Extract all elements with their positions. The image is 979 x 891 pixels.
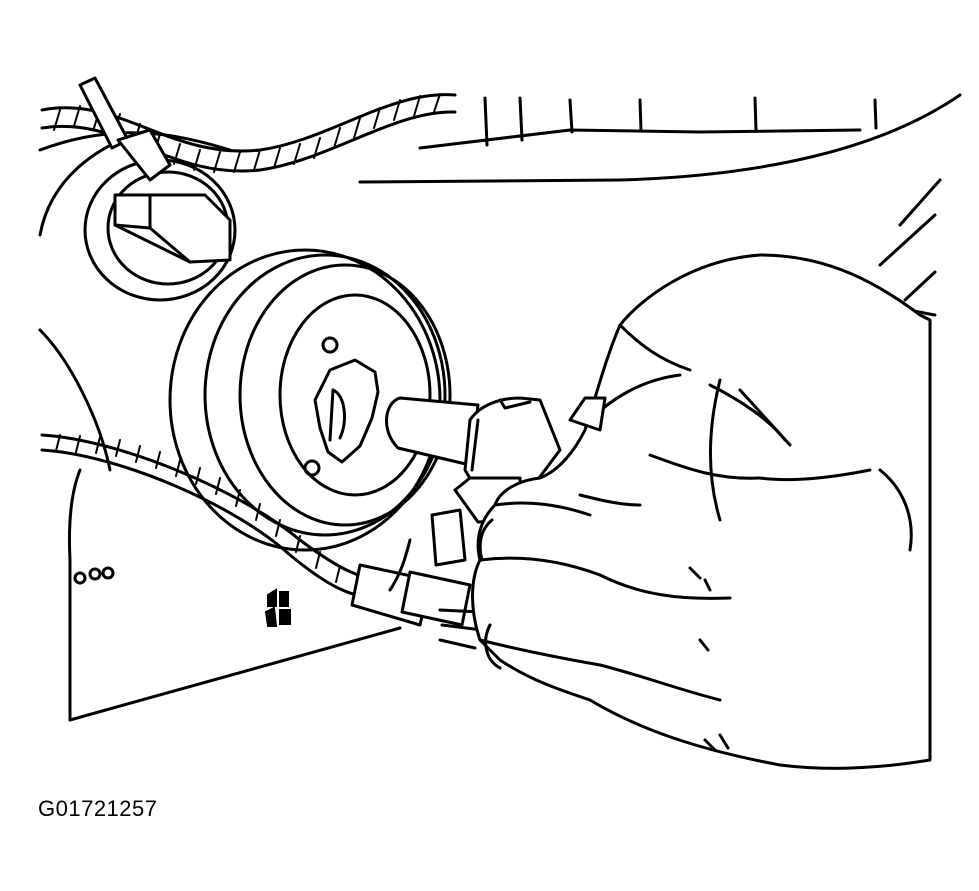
panel-markings — [73, 566, 291, 627]
lamp-socket-opening — [168, 248, 452, 552]
hand — [471, 253, 932, 770]
housing-panel — [38, 93, 962, 722]
upper-wire-harness — [40, 76, 457, 182]
figure-code: G01721257 — [38, 796, 158, 821]
bulb-socket — [384, 396, 562, 524]
upper-mount-hole — [38, 128, 237, 302]
lower-wire-harness — [40, 433, 484, 650]
